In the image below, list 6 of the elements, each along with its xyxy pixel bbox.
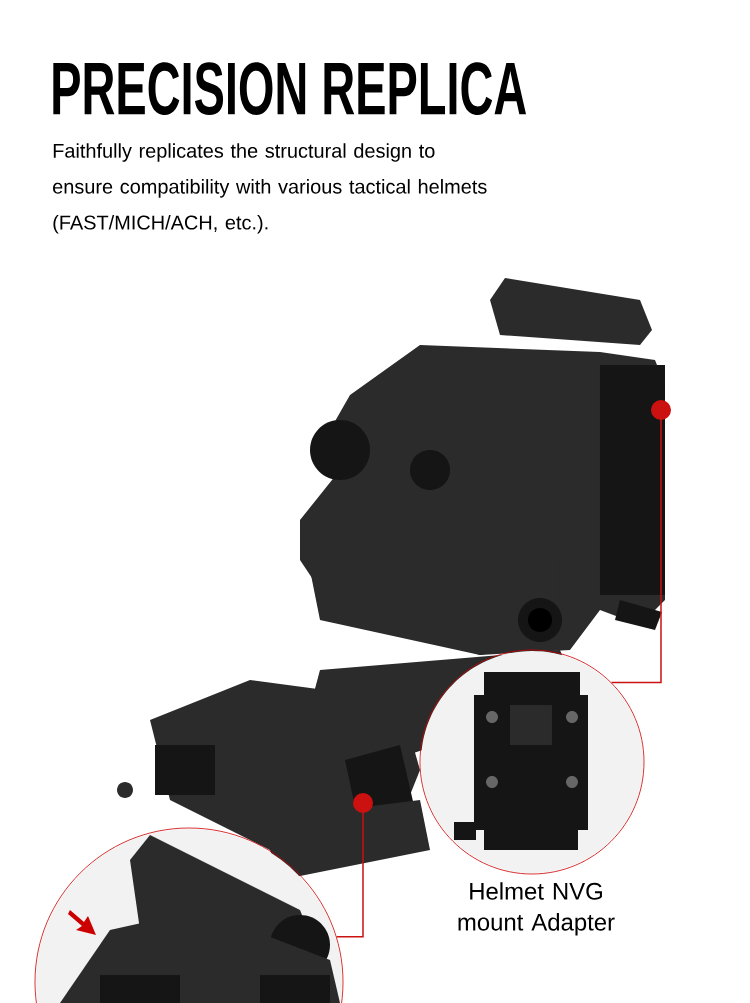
title: PRECISION REPLICA <box>53 62 526 115</box>
leader-line <box>335 793 373 938</box>
description: Faithfully replicates the structural design to ensure compatibility with various tactical helmets (FAST/MICH/ACH, etc.). <box>53 143 487 234</box>
caption-text: Helmet NVG mount Adapter <box>458 882 615 936</box>
inset-drawing <box>34 827 344 1003</box>
leader-line <box>610 400 671 684</box>
